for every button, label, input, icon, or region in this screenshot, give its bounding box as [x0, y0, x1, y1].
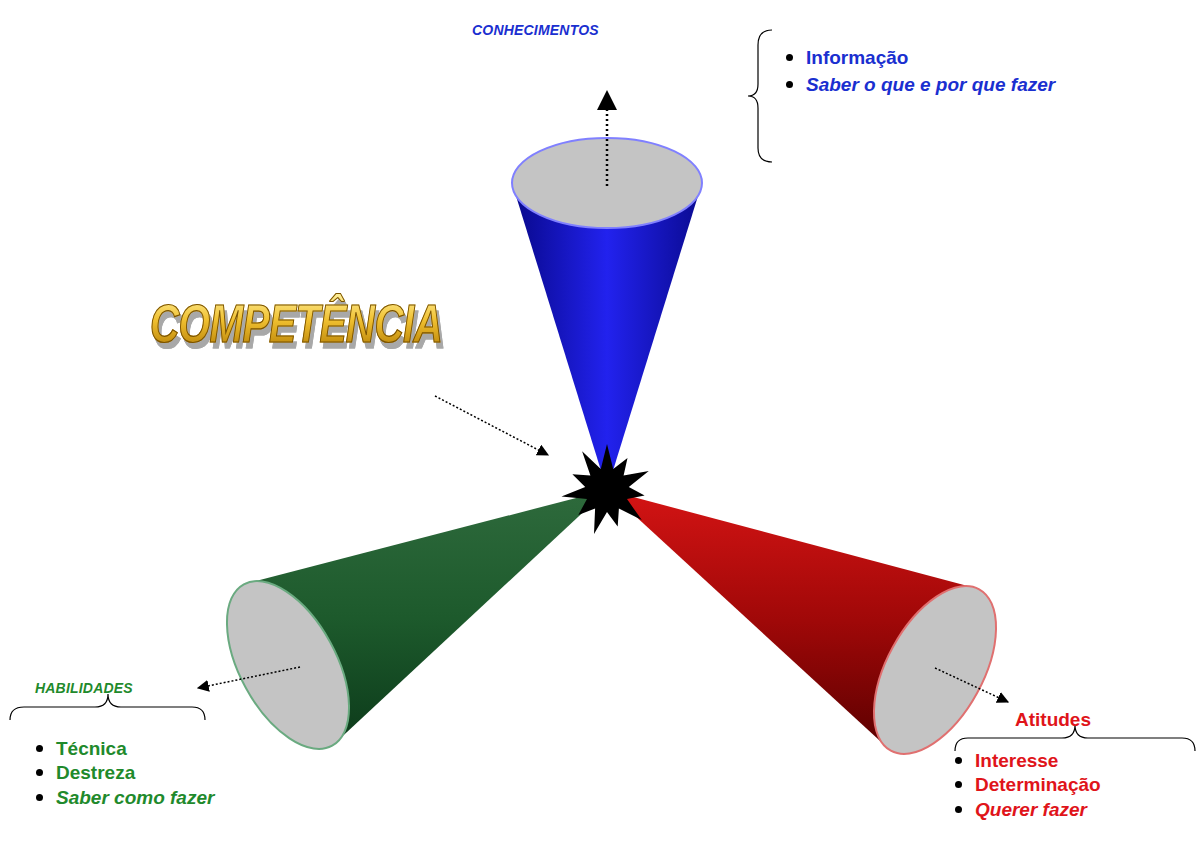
cone-base: [202, 561, 375, 768]
bullet-dot: [786, 81, 793, 88]
bullet-item: Saber o que e por que fazer: [806, 74, 1055, 96]
bullet-dot: [955, 806, 962, 813]
category-heading: CONHECIMENTOS: [472, 22, 599, 38]
leader-arrow: [198, 667, 300, 688]
bullet-item: Saber como fazer: [56, 787, 214, 809]
bullet-dot: [786, 54, 793, 61]
category-heading: Atitudes: [1015, 709, 1091, 731]
bullet-item: Interesse: [975, 750, 1058, 772]
bullet-item: Informação: [806, 47, 908, 69]
knowledge-cone: [512, 183, 702, 490]
wordart-title: COMPETÊNCIA: [150, 292, 442, 354]
leader-arrow: [435, 396, 548, 455]
leader-arrow: [935, 668, 1008, 702]
bullet-dot: [955, 781, 962, 788]
bullet-dot: [36, 769, 43, 776]
cone-base: [512, 138, 702, 228]
brace: [10, 694, 205, 720]
bullet-item: Técnica: [56, 738, 127, 760]
bullet-dot: [955, 757, 962, 764]
bullet-dot: [36, 745, 43, 752]
category-heading: HABILIDADES: [35, 680, 133, 696]
leader-arrow: [606, 92, 609, 186]
competence-burst: [562, 444, 649, 534]
brace: [748, 30, 772, 162]
bullet-item: Querer fazer: [975, 799, 1087, 821]
bullet-item: Determinação: [975, 774, 1101, 796]
bullet-item: Destreza: [56, 762, 135, 784]
bullet-dot: [36, 794, 43, 801]
cone-base: [849, 566, 1022, 773]
